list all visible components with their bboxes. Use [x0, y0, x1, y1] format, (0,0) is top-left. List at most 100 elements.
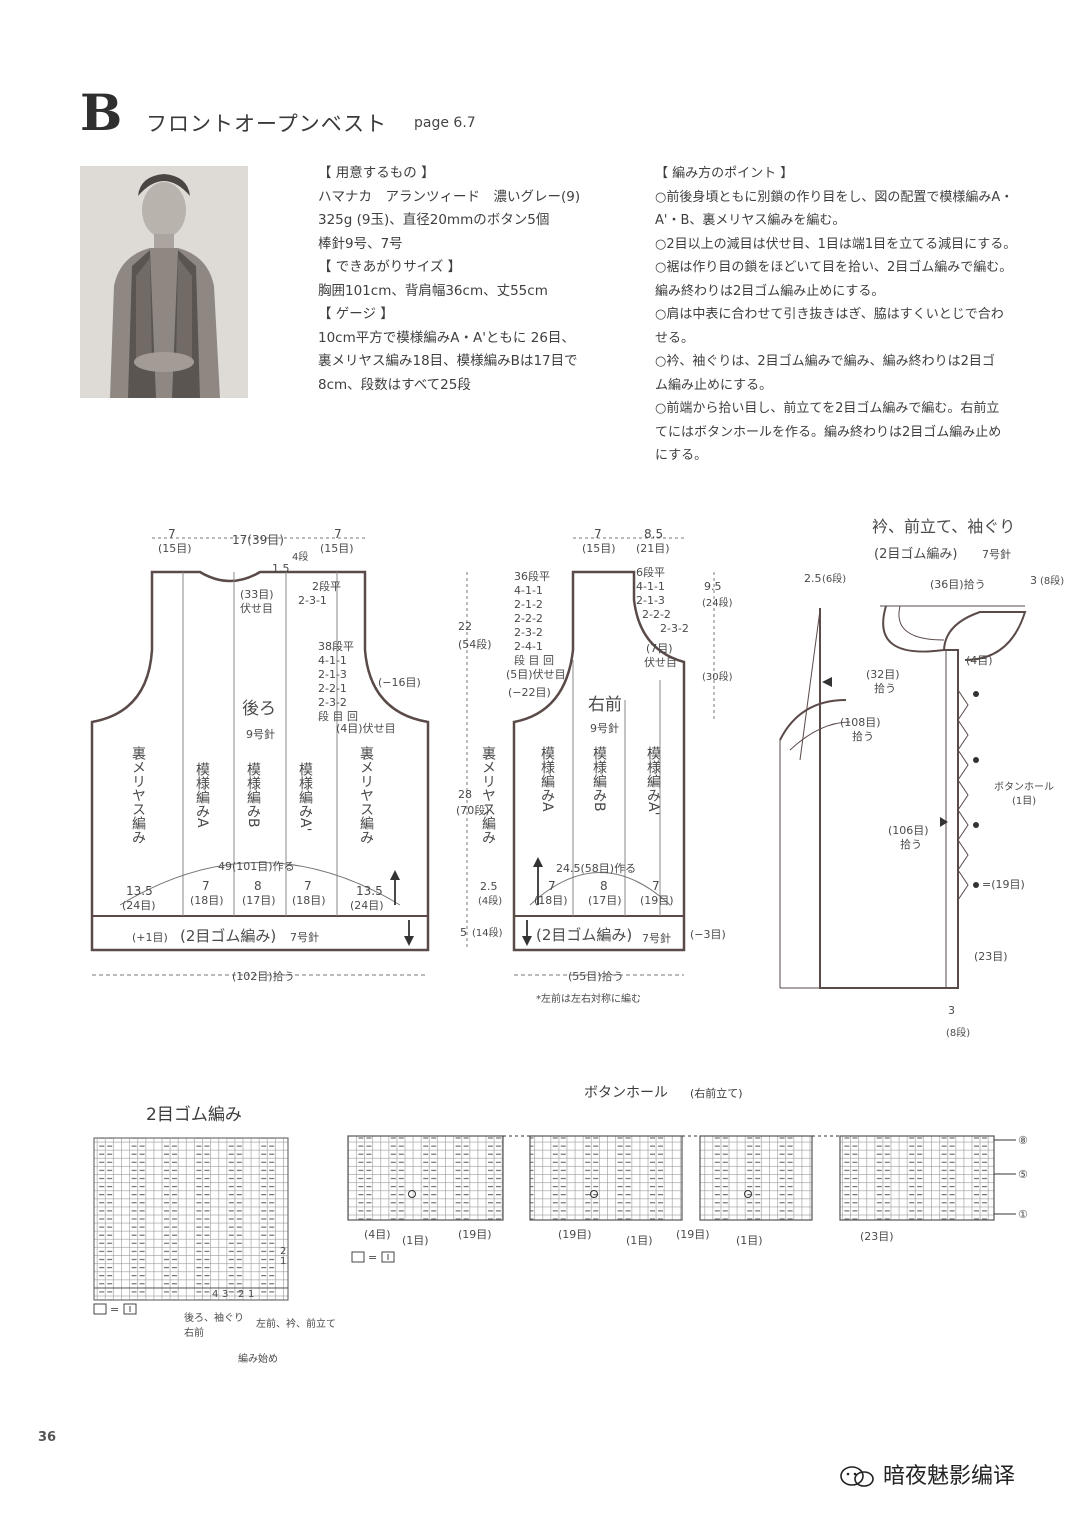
- front-arm-dec: 2-4-1: [514, 640, 543, 653]
- rib-note: 右前: [184, 1326, 204, 1339]
- front-neck-dec: 2-2-2: [642, 608, 671, 621]
- back-arm-dec: 2-1-3: [318, 668, 347, 681]
- back-bottom-count: (24目): [350, 899, 384, 912]
- front-arm-dec: 2-3-2: [514, 626, 543, 639]
- points-line: にする。: [655, 448, 708, 463]
- back-bottom-dim: 8: [254, 879, 262, 893]
- points-line: ム編み止めにする。: [655, 377, 773, 393]
- front-neck-bindoff: 伏せ目: [644, 655, 677, 669]
- collar-label: (108目): [840, 716, 881, 729]
- back-pickup: (102目)拾う: [232, 969, 295, 983]
- buttonhole-count: (19目): [676, 1228, 710, 1241]
- page-reference: page 6.7: [414, 115, 476, 131]
- front-bottom-count: (18目): [534, 894, 568, 907]
- materials-line: 裏メリヤス編み18目、模様編みBは17目で: [318, 353, 578, 369]
- front-pattern: 模様編みA': [645, 746, 661, 815]
- front-bottom-dim: 8: [600, 879, 608, 893]
- collar-label: (36目)拾う: [930, 577, 986, 591]
- back-neck-count: (33目): [240, 588, 274, 601]
- rib-num: 4: [212, 1289, 218, 1300]
- front-arm-dec: 2-2-2: [514, 612, 543, 625]
- materials-line: 10cm平方で模様編みA・A'ともに 26目、: [318, 329, 575, 346]
- front-name: 右前: [588, 695, 622, 715]
- buttonhole-count: (19目): [558, 1228, 592, 1241]
- points-line: ○2目以上の減目は伏せ目、1目は端1目を立てる減目にする。: [655, 236, 1017, 252]
- front-cast-on: 24.5(58目)作る: [556, 862, 636, 875]
- buttonhole-count: (1目): [626, 1234, 653, 1247]
- back-rib: (2目ゴム編み): [180, 927, 276, 945]
- front-bottom-count: (17目): [588, 894, 622, 907]
- rib-num: 1: [248, 1289, 254, 1300]
- back-neck-bindoff: 伏せ目: [240, 601, 273, 615]
- back-count: (15目): [320, 542, 354, 555]
- front-note: *左前は左右対称に編む: [536, 992, 641, 1005]
- back-pattern: 模様編みA: [194, 762, 210, 828]
- front-height: (24段): [702, 596, 733, 609]
- back-pattern: 模様編みA': [297, 762, 313, 831]
- collar-label: 2.5: [804, 572, 822, 585]
- front-arm-bindoff: (5目)伏せ目: [506, 667, 566, 681]
- materials-line: 【 できあがりサイズ 】: [318, 259, 462, 275]
- points-line: ○衿、袖ぐりは、2目ゴム編みで編み、編み終わりは2目ゴ: [655, 354, 995, 369]
- watermark-text: 暗夜魅影编译: [883, 1464, 1016, 1489]
- back-neck-dec2: 2-3-1: [298, 594, 327, 607]
- front-dim: 7: [594, 527, 602, 541]
- materials-line: 棒針9号、7号: [318, 235, 403, 252]
- materials-section: 【 用意するもの 】 ハマナカ アランツィード 濃いグレー(9) 325g (9…: [318, 162, 580, 397]
- front-height: (54段): [458, 637, 492, 651]
- front-neck-dec: 6段平: [636, 565, 665, 579]
- back-bottom-dim: 7: [202, 879, 210, 893]
- buttonhole-row: ①: [1018, 1208, 1028, 1221]
- front-neck-dec: 4-1-1: [636, 580, 665, 593]
- back-needle: 9号針: [246, 727, 275, 741]
- points-line: ○肩は中表に合わせて引き抜きはぎ、脇はすくいとじで合わ: [655, 307, 1004, 322]
- buttonhole-subtitle: (右前立て): [690, 1087, 743, 1100]
- collar-label: 拾う: [852, 729, 874, 743]
- front-height: 5: [460, 926, 467, 939]
- front-bottom-dim: 7: [652, 879, 660, 893]
- pattern-title: フロントオープンベスト: [146, 112, 388, 136]
- rib-note: 後ろ、袖ぐり: [184, 1311, 244, 1324]
- collar-subtitle: (2目ゴム編み): [874, 546, 957, 562]
- front-height: 9.5: [704, 580, 722, 593]
- front-height: (70段): [456, 803, 490, 817]
- front-neck-count: (7目): [646, 642, 673, 655]
- points-line: ○前端から拾い目し、前立てを2目ゴム編みで編む。右前立: [655, 401, 1000, 416]
- collar-label: (32目): [866, 668, 900, 681]
- back-rib-needle: 7号針: [290, 930, 319, 944]
- points-line: 編み終わりは2目ゴム編み止めにする。: [655, 283, 885, 299]
- collar-label: (106目): [888, 824, 929, 837]
- pattern-letter: B: [80, 83, 123, 142]
- front-neck-dec: 2-3-2: [660, 622, 689, 635]
- front-rib-needle: 7号針: [642, 931, 671, 945]
- back-bottom-count: (24目): [122, 899, 156, 912]
- buttonhole-count: (19目): [458, 1228, 492, 1241]
- chat-bubble-icon: [838, 1465, 876, 1489]
- back-arm-dec: 38段平: [318, 639, 354, 653]
- front-arm-dec: 4-1-1: [514, 584, 543, 597]
- front-rib-dec: (−3目): [690, 928, 726, 941]
- materials-line: 8cm、段数はすべて25段: [318, 376, 471, 393]
- front-height: 2.5: [480, 880, 498, 893]
- collar-label: (6段): [822, 572, 846, 585]
- back-arm-dec: 4-1-1: [318, 654, 347, 667]
- back-bottom-dim: 7: [304, 879, 312, 893]
- rib-num: 2: [280, 1246, 286, 1257]
- stitch-charts: 2 1 4 3 2 1 後ろ、袖ぐり 右前 左前、衿、前立て 編み始め (4目)…: [93, 1134, 1028, 1365]
- points-line: 【 編み方のポイント 】: [655, 166, 794, 181]
- materials-line: 胸囲101cm、背肩幅36cm、丈55cm: [318, 282, 548, 299]
- collar-label: ボタンホール: [994, 781, 1054, 793]
- front-bottom-dim: 7: [548, 879, 556, 893]
- buttonhole-title: ボタンホール: [584, 1085, 668, 1101]
- collar-needle: 7号針: [982, 547, 1011, 561]
- front-bottom-count: (19目): [640, 894, 674, 907]
- front-height: 22: [458, 620, 472, 633]
- rib-num: 1: [280, 1256, 286, 1267]
- back-arm-dec: 段 目 回: [318, 709, 358, 723]
- back-bottom-dim: 13.5: [126, 884, 153, 898]
- front-pattern: 模様編みB: [591, 746, 607, 812]
- materials-line: 【 用意するもの 】: [318, 165, 435, 181]
- back-outline: [90, 570, 430, 952]
- rib-note: 左前、衿、前立て: [256, 1317, 336, 1330]
- collar-label: (1目): [1012, 796, 1036, 807]
